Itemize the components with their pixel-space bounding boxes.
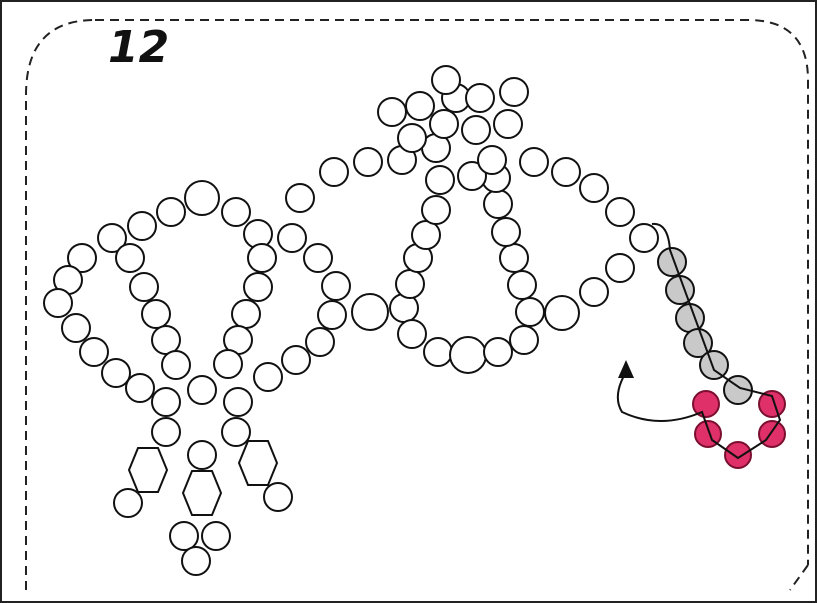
bugle-bead — [127, 447, 169, 493]
bead — [491, 217, 521, 247]
bead — [201, 521, 231, 551]
bead — [101, 358, 131, 388]
bead — [319, 157, 349, 187]
bead — [129, 272, 159, 302]
bead — [113, 488, 143, 518]
bead — [515, 297, 545, 327]
bead — [184, 180, 220, 216]
bead — [395, 269, 425, 299]
bead — [253, 362, 283, 392]
bead — [247, 243, 277, 273]
bead — [263, 482, 293, 512]
bead — [457, 161, 487, 191]
bead — [377, 97, 407, 127]
step-number: 12 — [108, 22, 170, 73]
bead — [423, 337, 453, 367]
bead — [125, 373, 155, 403]
bead — [127, 211, 157, 241]
bead — [243, 272, 273, 302]
bead — [629, 223, 659, 253]
bead — [223, 387, 253, 417]
bead — [231, 299, 261, 329]
bead — [353, 147, 383, 177]
bead — [317, 300, 347, 330]
bead — [151, 417, 181, 447]
bead — [493, 109, 523, 139]
bead — [431, 65, 461, 95]
bead — [61, 313, 91, 343]
bead — [605, 253, 635, 283]
bead — [67, 243, 97, 273]
bead — [115, 243, 145, 273]
bead — [499, 243, 529, 273]
worked-bead — [675, 303, 705, 333]
bead — [499, 77, 529, 107]
bead — [461, 115, 491, 145]
bead — [477, 145, 507, 175]
bead — [187, 375, 217, 405]
bead — [551, 157, 581, 187]
bead — [281, 345, 311, 375]
bead — [141, 299, 171, 329]
needle-direction-arrow-icon — [618, 360, 634, 378]
bead — [79, 337, 109, 367]
dashed-border-right-bottom — [789, 564, 809, 591]
bead — [429, 109, 459, 139]
bead — [397, 123, 427, 153]
bead — [181, 546, 211, 576]
bead — [221, 417, 251, 447]
bead — [43, 288, 73, 318]
bead — [303, 243, 333, 273]
new-bead — [694, 420, 722, 448]
bead — [405, 91, 435, 121]
worked-bead — [699, 350, 729, 380]
bugle-bead — [181, 470, 223, 516]
bead — [425, 165, 455, 195]
bead — [483, 189, 513, 219]
bead — [579, 173, 609, 203]
bead — [465, 83, 495, 113]
bead — [321, 271, 351, 301]
bead — [213, 349, 243, 379]
bead — [151, 387, 181, 417]
bead — [509, 325, 539, 355]
bead — [544, 295, 580, 331]
bead — [156, 197, 186, 227]
thread-path — [616, 222, 782, 460]
bead — [187, 440, 217, 470]
bead — [579, 277, 609, 307]
worked-bead — [665, 275, 695, 305]
bead — [397, 319, 427, 349]
bead — [221, 197, 251, 227]
new-bead — [724, 441, 752, 469]
bead — [411, 220, 441, 250]
bead — [277, 223, 307, 253]
bead — [169, 521, 199, 551]
bead — [161, 350, 191, 380]
bead — [305, 327, 335, 357]
new-bead — [758, 390, 786, 418]
bead — [507, 270, 537, 300]
bead — [285, 183, 315, 213]
worked-bead — [657, 247, 687, 277]
bead — [519, 147, 549, 177]
new-bead — [692, 390, 720, 418]
bugle-bead — [237, 440, 279, 486]
bead — [151, 325, 181, 355]
dashed-border — [25, 19, 809, 590]
bead — [449, 336, 487, 374]
bead — [351, 293, 389, 331]
bead — [483, 337, 513, 367]
bead — [421, 195, 451, 225]
bead — [97, 223, 127, 253]
bead — [605, 197, 635, 227]
